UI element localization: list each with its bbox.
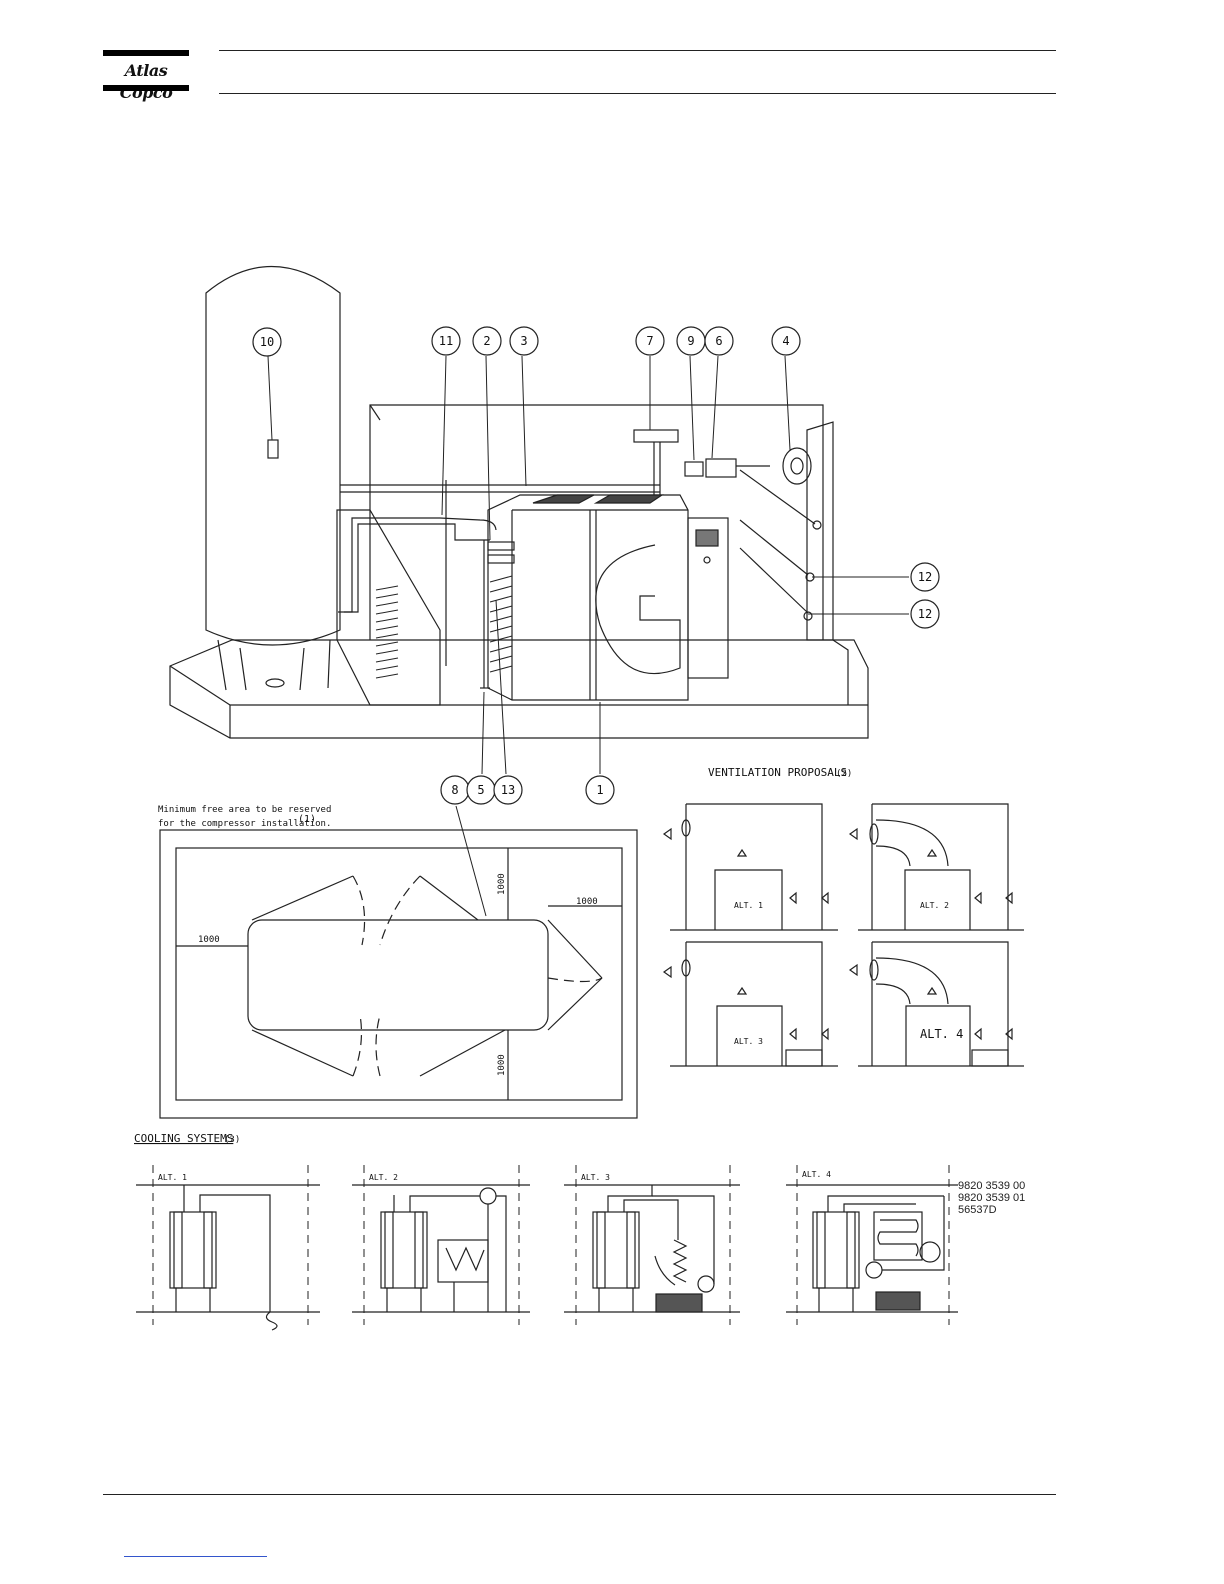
ventilation-proposals [664, 804, 1024, 1066]
ventilation-title: VENTILATION PROPOSALS [708, 766, 847, 779]
document-reference-numbers: 9820 3539 00 9820 3539 01 56537D [958, 1180, 1025, 1216]
callout-2: 2 [483, 334, 490, 348]
footer-rule [103, 1494, 1056, 1495]
dim-bottom: 1000 [497, 1054, 507, 1076]
vent-alt-4: ALT. 4 [920, 1027, 963, 1041]
callout-10: 10 [260, 335, 274, 349]
callout-8: 8 [451, 783, 458, 797]
vent-alt-3: ALT. 3 [734, 1037, 763, 1046]
callout-1: 1 [596, 783, 603, 797]
doc-ref-3: 56537D [958, 1204, 1025, 1216]
callout-5: 5 [477, 783, 484, 797]
callout-3: 3 [520, 334, 527, 348]
cool-alt-2: ALT. 2 [369, 1173, 398, 1182]
cooling-ref: (3) [224, 1135, 240, 1145]
cool-alt-3: ALT. 3 [581, 1173, 610, 1182]
callout-12-lower: 12 [918, 607, 932, 621]
callout-12-upper: 12 [918, 570, 932, 584]
free-area-note-ref: (1) [298, 814, 316, 825]
dim-left: 1000 [198, 935, 220, 945]
callout-6: 6 [715, 334, 722, 348]
vent-alt-1: ALT. 1 [734, 901, 763, 910]
free-area-plan [160, 830, 637, 1118]
cooling-systems [136, 1165, 958, 1330]
callout-9: 9 [687, 334, 694, 348]
vent-alt-2: ALT. 2 [920, 901, 949, 910]
cooling-title: COOLING SYSTEMS [134, 1132, 233, 1145]
ventilation-ref: (2) [836, 769, 852, 779]
dim-right: 1000 [576, 897, 598, 907]
dim-top: 1000 [497, 873, 507, 895]
callout-4: 4 [782, 334, 789, 348]
callout-7: 7 [646, 334, 653, 348]
cool-alt-4: ALT. 4 [802, 1170, 831, 1179]
footer-link-underline[interactable] [124, 1556, 267, 1557]
doc-ref-2: 9820 3539 01 [958, 1192, 1025, 1204]
doc-ref-1: 9820 3539 00 [958, 1180, 1025, 1192]
callout-13: 13 [501, 783, 515, 797]
cool-alt-1: ALT. 1 [158, 1173, 187, 1182]
callout-11: 11 [439, 334, 453, 348]
callout-leaders [268, 356, 909, 916]
